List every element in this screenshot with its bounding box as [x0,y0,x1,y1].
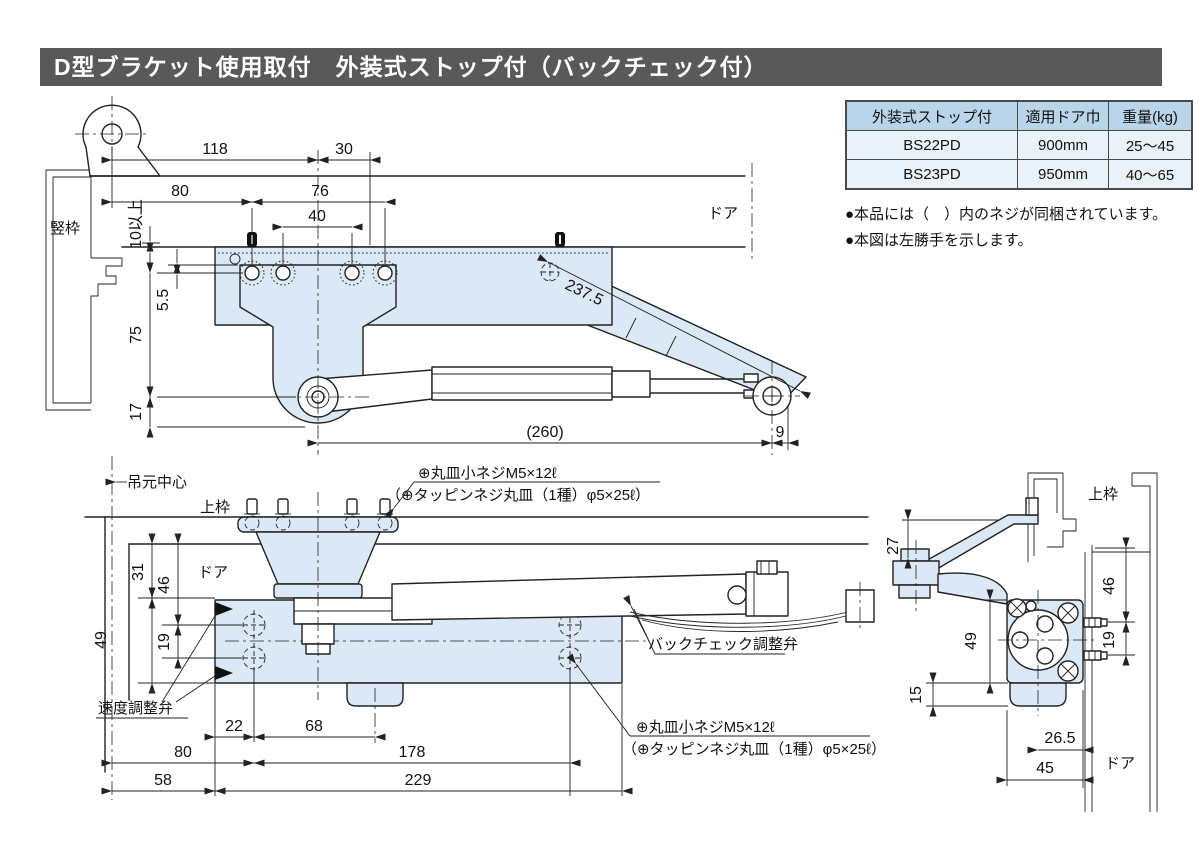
forearm-tube [431,366,613,401]
table-row: BS23PD 950mm 40〜65 [845,159,1193,190]
screw-note-line2: （⊕タッピンネジ丸皿（1種）φ5×25ℓ） [622,741,886,758]
dim-15: 15 [908,686,925,704]
arm-end-bracket [745,571,789,617]
door-label: ドア [198,564,228,581]
speed-valve-label: 速度調整弁 [98,700,173,717]
top-frame-label: 上枠 [200,499,230,516]
spec-col-door-width: 適用ドア巾 [1017,100,1109,131]
dim-178: 178 [399,744,426,761]
door-label: ドア [708,205,738,222]
dim-45: 45 [1036,760,1054,777]
top-frame-profile [1027,472,1077,562]
dim-31: 31 [130,563,147,581]
dim-27: 27 [885,537,902,555]
dim-min-clearance: 10以上 [127,199,145,249]
dim-49: 49 [93,631,110,649]
dim-17: 17 [128,403,145,421]
bracket-screws [244,498,393,531]
weight-cell: 40〜65 [1108,159,1193,190]
door-label: ドア [1105,755,1135,772]
dim-46: 46 [1101,577,1118,595]
dim-19: 19 [156,633,173,651]
hinge-center-label: 吊元中心 [127,474,187,491]
dim-76: 76 [311,183,329,200]
dim-80: 80 [174,744,192,761]
dim-68: 68 [305,718,323,735]
backcheck-valve-label: バックチェック調整弁 [648,636,798,653]
dim-19: 19 [1101,631,1118,649]
dim-26-5: 26.5 [1044,730,1075,747]
frame-profile [45,169,91,411]
dim-229: 229 [405,772,432,789]
notes: ●本品には（ ）内のネジが同梱されています。 ●本図は左勝手を示します。 [845,202,1167,254]
spec-col-weight: 重量(kg) [1108,100,1193,131]
page-title: D型ブラケット使用取付 外装式ストップ付（バックチェック付） [40,48,1162,86]
speed-valve-arrow [215,602,233,616]
dim-118: 118 [202,141,228,158]
dim-260: (260) [526,424,563,441]
dim-40: 40 [308,208,326,225]
weight-cell: 25〜45 [1108,130,1193,160]
top-frame-label: 上枠 [1088,486,1118,503]
dim-30: 30 [335,141,353,158]
spec-table: 外装式ストップ付 適用ドア巾 重量(kg) BS22PD 900mm 25〜45… [845,100,1193,190]
phillips-screw-icon [1007,598,1079,682]
speed-valve-arrow [215,666,233,680]
arm-front [391,573,747,621]
side-screws [1083,617,1108,661]
dim-9: 9 [776,424,785,441]
plan-view: 竪枠 ドア [45,96,811,455]
note-item: ●本品には（ ）内のネジが同梱されています。 [845,206,1168,223]
table-row: BS22PD 900mm 25〜45 [845,130,1193,160]
dim-75: 75 [128,326,145,344]
mounting-holes [239,260,398,286]
model-cell: BS23PD [845,159,1018,190]
dim-46: 46 [156,576,173,594]
dim-58: 58 [154,772,172,789]
door-width-cell: 900mm [1017,130,1109,160]
front-view: 吊元中心 上枠 ドア [84,456,886,800]
dim-80: 80 [171,183,189,200]
screw-note-line2: （⊕タッピンネジ丸皿（1種）φ5×25ℓ） [386,487,650,504]
hinge-bracket [82,104,161,177]
door-width-cell: 950mm [1017,159,1109,190]
side-view: 上枠 ドア [885,472,1158,812]
piston [611,370,651,398]
dim-5-5: 5.5 [155,289,172,311]
screw-note-line1: ⊕丸皿小ネジM5×12ℓ [418,465,557,482]
dim-49: 49 [963,632,980,650]
dim-22: 22 [225,718,243,735]
frame-label: 竪枠 [50,220,80,237]
note-item: ●本図は左勝手を示します。 [845,232,1033,249]
screw-note-line1: ⊕丸皿小ネジM5×12ℓ [636,719,775,736]
